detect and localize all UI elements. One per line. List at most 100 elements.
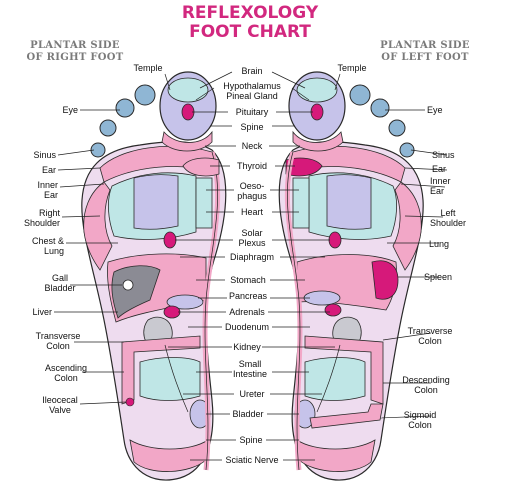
label-left-shoulder-2: Shoulder <box>430 218 466 228</box>
right-neck-zone <box>161 130 213 152</box>
right-foot-title-line1: PLANTAR SIDE <box>30 40 120 51</box>
label-ascending-colon-2: Colon <box>54 373 78 383</box>
label-transverse-colon-left-2: Colon <box>418 336 442 346</box>
right-gall-bladder <box>111 265 161 319</box>
left-thyroid-zone <box>285 157 323 177</box>
label-solar-plexus-1: Solar <box>241 228 262 238</box>
label-stomach: Stomach <box>230 275 266 285</box>
label-inner-ear-left-1: Inner <box>430 176 451 186</box>
label-left-shoulder-1: Left <box>440 208 456 218</box>
right-ileocecal-valve <box>125 397 135 407</box>
label-lung-left: Lung <box>429 239 449 249</box>
left-heart-zone <box>292 177 310 229</box>
label-inner-ear-right-1: Inner <box>37 180 58 190</box>
label-ileocecal-valve-1: Ileocecal <box>42 395 78 405</box>
label-sinus-right: Sinus <box>33 150 56 160</box>
left-spleen <box>371 260 399 300</box>
right-oesophagus-zone <box>195 177 213 229</box>
right-pancreas <box>166 294 204 310</box>
left-neck-zone <box>292 130 344 152</box>
left-toe-5 <box>399 142 415 158</box>
right-foot-labels: Temple Eye Sinus Ear Inner Ear Right Sho… <box>24 63 163 415</box>
label-oesophagus-2: phagus <box>237 191 267 201</box>
chart-title-line1: REFLEXOLOGY <box>182 3 319 23</box>
center-labels: Brain Hypothalamus Pineal Gland Pituitar… <box>223 66 281 465</box>
label-temple-right: Temple <box>133 63 162 73</box>
label-chest-lung-2: Lung <box>44 246 64 256</box>
label-adrenals: Adrenals <box>229 307 265 317</box>
right-ureter <box>164 344 189 413</box>
label-transverse-colon-left-1: Transverse <box>408 326 453 336</box>
left-small-intestine <box>304 357 366 401</box>
left-big-toe-brain <box>296 77 338 103</box>
label-small-intestine-2: Intestine <box>233 369 267 379</box>
label-chest-lung-1: Chest & <box>32 236 64 246</box>
left-shoulder-zone <box>392 181 422 271</box>
left-toe-3 <box>370 98 390 118</box>
label-thyroid: Thyroid <box>237 161 267 171</box>
label-ureter: Ureter <box>239 389 264 399</box>
right-toe-2 <box>134 84 156 106</box>
label-transverse-colon-right-2: Colon <box>46 341 70 351</box>
label-hypothalamus: Hypothalamus <box>223 81 281 91</box>
label-descending-colon-1: Descending <box>402 375 450 385</box>
label-descending-colon-2: Colon <box>414 385 438 395</box>
label-ascending-colon-1: Ascending <box>45 363 87 373</box>
right-shoulder-zone <box>83 181 113 271</box>
left-solar-plexus <box>328 231 342 249</box>
label-ear-right: Ear <box>42 165 56 175</box>
label-sigmoid-colon-1: Sigmoid <box>404 410 437 420</box>
label-eye-left: Eye <box>427 105 443 115</box>
label-gall-bladder-1: Gall <box>52 273 68 283</box>
label-liver: Liver <box>32 307 52 317</box>
label-ear-left: Ear <box>432 164 446 174</box>
left-sigmoid-colon <box>309 403 384 429</box>
label-sciatic-nerve: Sciatic Nerve <box>225 455 278 465</box>
right-toe-4 <box>99 119 117 137</box>
label-sinus-left: Sinus <box>432 150 455 160</box>
right-toe-5 <box>90 142 106 158</box>
right-small-intestine <box>139 357 201 401</box>
label-inner-ear-left-2: Ear <box>430 186 444 196</box>
right-chest-zone <box>133 174 179 230</box>
leader-lines <box>54 71 448 461</box>
label-pancreas: Pancreas <box>229 291 268 301</box>
label-small-intestine-1: Small <box>239 359 262 369</box>
label-pineal-gland: Pineal Gland <box>226 91 278 101</box>
right-foot-title-line2: OF RIGHT FOOT <box>26 52 123 63</box>
label-ileocecal-valve-2: Valve <box>49 405 71 415</box>
right-foot <box>81 71 227 481</box>
right-transverse-colon <box>121 335 201 405</box>
left-foot <box>182 71 424 481</box>
label-sigmoid-colon-2: Colon <box>408 420 432 430</box>
right-thyroid-zone <box>182 157 220 177</box>
label-diaphragm: Diaphragm <box>230 252 274 262</box>
right-gall-bladder-dot <box>122 279 134 291</box>
right-toe-3 <box>115 98 135 118</box>
label-duodenum: Duodenum <box>225 322 269 332</box>
left-foot-title-line1: PLANTAR SIDE <box>380 40 470 51</box>
left-chest-zone <box>326 174 372 230</box>
label-neck: Neck <box>242 141 263 151</box>
label-spine-bottom: Spine <box>239 435 262 445</box>
right-big-toe-brain <box>167 77 209 103</box>
label-oesophagus-1: Oeso- <box>240 181 265 191</box>
left-toe-2 <box>349 84 371 106</box>
label-temple-left: Temple <box>337 63 366 73</box>
label-kidney: Kidney <box>233 342 261 352</box>
label-eye-right: Eye <box>62 105 78 115</box>
left-toe-4 <box>388 119 406 137</box>
label-brain: Brain <box>241 66 262 76</box>
label-spleen: Spleen <box>424 272 452 282</box>
label-inner-ear-right-2: Ear <box>44 190 58 200</box>
left-ureter <box>316 344 341 413</box>
left-adrenal <box>324 303 342 317</box>
label-bladder: Bladder <box>232 409 263 419</box>
label-transverse-colon-right-1: Transverse <box>36 331 81 341</box>
left-foot-labels: Temple Eye Sinus Ear Inner Ear Left Shou… <box>337 63 466 430</box>
right-solar-plexus <box>163 231 177 249</box>
right-adrenal <box>163 305 181 319</box>
label-heart: Heart <box>241 207 264 217</box>
